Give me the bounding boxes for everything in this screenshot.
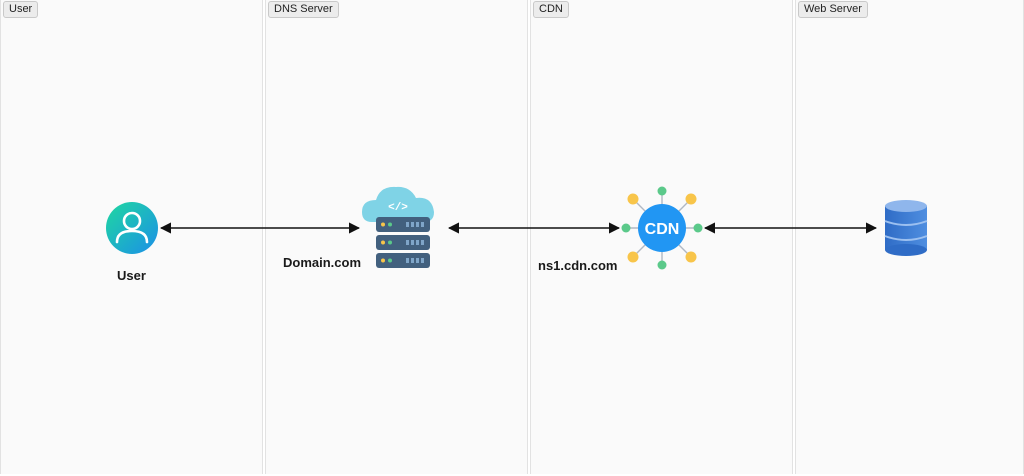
- lane-tag-user: User: [3, 1, 39, 18]
- lane-tag-dns-server: DNS Server: [268, 1, 339, 18]
- lane-tag-cdn: CDN: [533, 1, 569, 18]
- cdn-network-icon: CDN: [621, 186, 703, 270]
- svg-text:</>: </>: [388, 202, 408, 214]
- user-node-label: User: [117, 268, 146, 283]
- cloud-server-icon: </>: [362, 186, 434, 268]
- database-icon: [884, 200, 928, 256]
- lane-tag-web-server: Web Server: [798, 1, 868, 18]
- user-icon: [106, 202, 158, 254]
- dns-node-label: Domain.com: [283, 255, 362, 270]
- cdn-node-label: ns1.cdn.com: [538, 258, 618, 273]
- cdn-badge-text: CDN: [645, 221, 680, 238]
